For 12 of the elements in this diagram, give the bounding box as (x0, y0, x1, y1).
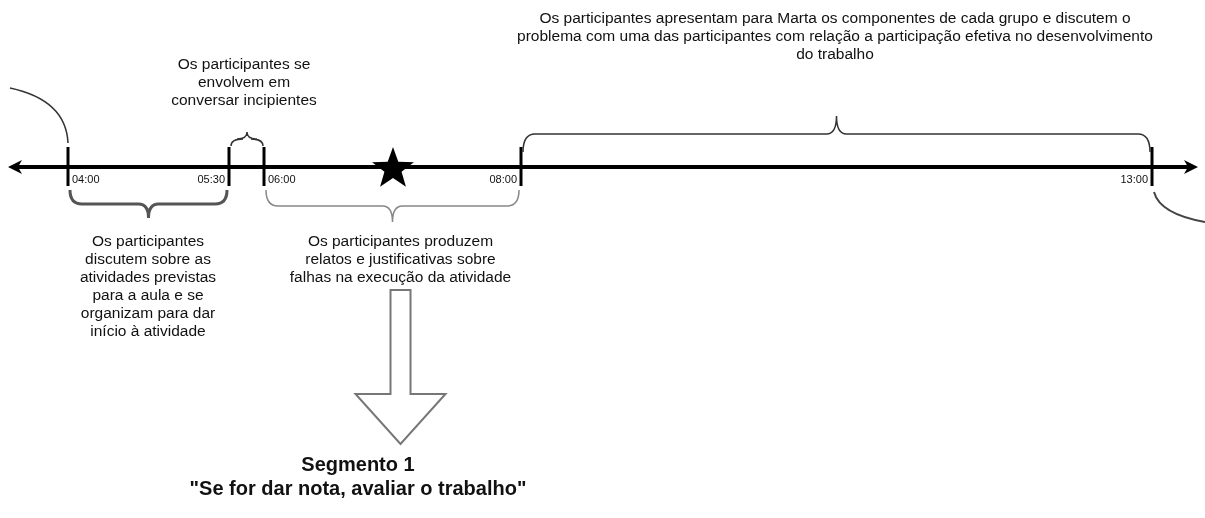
time-label: 05:30 (197, 173, 225, 185)
block-arrow (353, 289, 448, 446)
event-description: Os participantes discutem sobre as atividades previstas para a aula e se organizam para dar início à atividade (78, 232, 218, 340)
time-label: 04:00 (72, 173, 100, 185)
time-label: 13:00 (1120, 173, 1148, 185)
event-description: Os participantes produzem relatos e justificativas sobre falhas na execução da atividade (288, 232, 513, 286)
event-description: Os participantes apresentam para Marta os componentes de cada grupo e discutem o problema com uma das participantes com relação a participação efetiva no desenvolvimento do trabalho (516, 9, 1154, 63)
segment-title: Segmento 1 (300, 452, 416, 476)
segment-quote: "Se for dar nota, avaliar o trabalho" (188, 476, 528, 500)
time-label: 08:00 (489, 173, 517, 185)
event-description: Os participantes se envolvem em conversar incipientes (170, 55, 318, 109)
time-label: 06:00 (268, 173, 296, 185)
